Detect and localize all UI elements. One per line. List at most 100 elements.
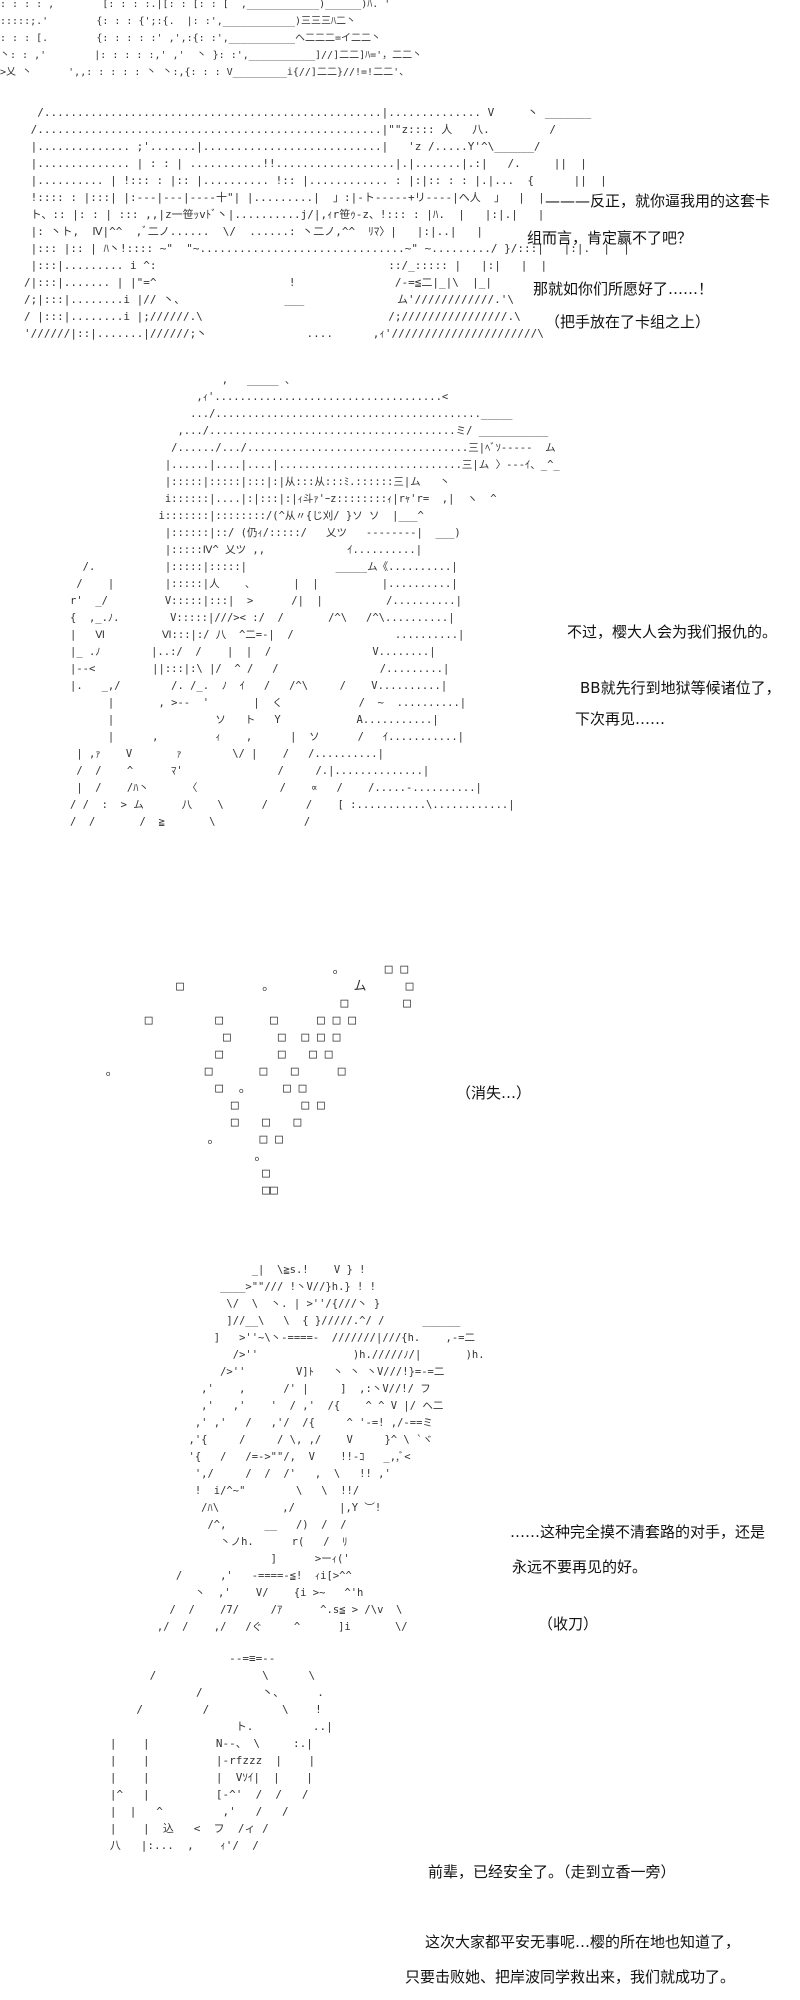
art-line: /.......................................…	[24, 106, 592, 119]
art-panel-4: _| \≧s.! V } ! ____>""/// !丶V//}h.} ! ! …	[100, 1262, 485, 1636]
art-line: _| \≧s.! V } !	[100, 1264, 366, 1276]
art-line: /ﾊ\ ,/ |,Y ︶!	[100, 1502, 382, 1514]
dialogue-line: 永远不要再见的好。	[512, 1558, 648, 1576]
art-line: |^ | [-^' / / /	[90, 1788, 309, 1801]
art-line: ,' ,' / ,'/ /{ ^ '-=! ,/-==ミ	[100, 1417, 433, 1429]
art-line: / | |:::::|人 、 | | |..........|	[70, 578, 458, 590]
art-panel-5: --=≡=-- / \ \ / 丶、 . / / \ ! ト. ..| | | …	[90, 1650, 333, 1854]
art-line: ____>""/// !丶V//}h.} ! !	[100, 1281, 377, 1293]
art-panel-2: , _____ 、 ,ｨ'...........................…	[70, 372, 560, 831]
dialogue-line: 不过，樱大人会为我们报仇的。	[567, 623, 778, 641]
art-line: ',/ / / /' , \ !! ,'	[100, 1468, 391, 1480]
art-line: □ 。 □ □	[90, 1081, 307, 1096]
dialogue-line: 这次大家都平安无事呢…樱的所在地也知道了，	[425, 1933, 741, 1951]
art-line: / / \ !	[90, 1703, 322, 1716]
art-line: | Ⅵ Ⅵ:::|:/ 八 ^二=-| / ..........|	[70, 629, 465, 641]
art-line: /;|:::|........i |// 丶、 ___ ム'//////////…	[24, 293, 514, 306]
art-line: ,'{ / / \, ,/ V }^ \ `ヾ	[100, 1434, 433, 1446]
art-line: / |:::|........i |;//////.\ /;//////////…	[24, 310, 521, 323]
art-line: 丶ノh. r( / ﾘ	[100, 1536, 348, 1548]
art-line: |: 丶ト, Ⅳ|^^ ,ﾞ二ノ...... \/ ......: 丶二ノ,^^…	[24, 225, 484, 238]
art-panel-3: 。 □ □ □ 。 ム □ □ □ □ □ □ □ □ □ □ □ □ □ □ …	[90, 960, 414, 1198]
art-line: ] >''~\丶-====- ///////|///{h. ,-=二	[100, 1332, 476, 1344]
art-line: □ □ □ □ □	[90, 1030, 341, 1045]
art-line: □ □ □	[90, 1115, 302, 1130]
art-line: / / : > ム 八 \ / / [ :...........\.......…	[70, 799, 515, 811]
art-line: ,' , /' | ] ,:丶V//!/ フ	[100, 1383, 431, 1395]
art-line: 。 □ □ □ □	[90, 1064, 346, 1079]
art-line: |::: |:: | ﾊ丶!:::: ~" "~................…	[24, 242, 630, 255]
art-line: { ,_.ﾉ. V:::::|///>< :/ / /^\ /^\.......…	[70, 612, 455, 624]
art-line: ! i/^~" \ \ !!/	[100, 1485, 360, 1497]
art-line: 。 □ □	[90, 1132, 284, 1147]
art-line: | | 込 < フ /ィ /	[90, 1822, 269, 1835]
art-line: | | |-rfzzz | |	[90, 1754, 316, 1767]
art-line: □□	[90, 1183, 278, 1198]
art-line: | , >-- ' | く / ~ ..........|	[70, 697, 467, 709]
stage-direction: （收刀）	[538, 1615, 599, 1633]
art-line: | ,ｧ V ｧ \/ | / /..........|	[70, 748, 384, 760]
art-line: />'' V]ﾄ 丶 丶 丶V///!}=-=二	[100, 1366, 445, 1378]
art-line: >乂 丶 ',,: : : : : 丶 丶:,{: : : V_________…	[0, 67, 410, 78]
art-line: 。 □ □	[90, 962, 409, 977]
art-line: />'' )h./////ﾉ/| )h.	[100, 1349, 485, 1361]
art-line: |--< ||:::|:\ |/ ^ / / /.........|	[70, 663, 450, 675]
dialogue-line: 下次再见……	[575, 710, 666, 728]
art-line: 。	[90, 1149, 268, 1164]
art-line: | | | Vｿｲ| | |	[90, 1771, 313, 1784]
art-line: ,.../...................................…	[70, 425, 549, 437]
dialogue-line: 只要击败她、把岸波同学救出来，我们就成功了。	[405, 1968, 736, 1986]
dialogue-line: BB就先行到地狱等候诸位了，	[580, 679, 781, 697]
art-line: r' _/ V:::::|:::| > /| | /..........|	[70, 595, 462, 607]
art-line: / ,' -====-≦! ｨi[>^^	[100, 1570, 352, 1582]
art-line: ,/ / ,/ /ぐ ^ ]i \/	[100, 1621, 408, 1633]
art-line: ,ｨ'....................................<	[70, 391, 449, 403]
art-line: i:::::::|::::::::/(^从〃{じ刈/ }ソ ソ |___^	[70, 510, 424, 522]
dialogue-line: 组而言，肯定赢不了吧？	[527, 229, 693, 247]
dialogue-line: 那就如你们所愿好了……！	[533, 280, 714, 298]
art-line: .../....................................…	[70, 408, 513, 420]
art-line: □ 。 ム □	[90, 979, 414, 994]
art-panel-0: : : : : , [: : : :.|[: : [: : [ ,_______…	[0, 0, 422, 81]
dialogue-line: ———反正，就你逼我用的这套卡	[545, 192, 771, 210]
art-line: | ソ ト Y A...........|	[70, 714, 439, 726]
art-line: '{ / /=->""/, V !!-ｺ _,,ﾞ<	[100, 1451, 411, 1463]
art-line: |:::::Ⅳ^ 乂ツ ,, ｲ..........|	[70, 544, 423, 556]
art-line: \/ \ 丶. | >''/{///丶 }	[100, 1298, 381, 1310]
art-line: □ □ □ □	[90, 1047, 333, 1062]
art-panel-1: /.......................................…	[24, 104, 630, 342]
art-line: --=≡=--	[90, 1652, 276, 1665]
art-line: /^, __ /) / /	[100, 1519, 347, 1531]
art-line: / \ \	[90, 1669, 316, 1682]
art-line: / / ^ ﾏ' / /.|..............|	[70, 765, 430, 777]
art-line: | | N--、 \ :.|	[90, 1737, 313, 1750]
art-line: ト. ..|	[90, 1720, 333, 1733]
art-line: /.......................................…	[24, 123, 556, 136]
art-line: |.......... | !::: : |:: |.......... !::…	[24, 174, 607, 187]
art-line: |::::::|::/ (仍ｨ/:::::/ 乂ツ --------| ___)	[70, 527, 461, 539]
art-line: |:::::|:::::|:::|:|从:::从:::ﾐ.::::::三|ム 丶	[70, 476, 451, 488]
art-line: 丶 ,' V/ {i >~ ^'h	[100, 1587, 364, 1599]
art-line: '//////|::|.......|//////;丶 .... ,ｨ'////…	[24, 327, 544, 340]
art-line: /|:::|....... | |"=^ ! /-=≦二|_|\ |_|	[24, 276, 492, 289]
art-line: 丶: : ,' |: : : : :,' ,' 丶 }: :',________…	[0, 50, 423, 61]
art-line: | | ^ ,' / /	[90, 1805, 289, 1818]
art-line: /....../.../............................…	[70, 442, 556, 454]
art-line: ,' ,' ' / ,' /{ ^ ^ V |/ ヘ二	[100, 1400, 444, 1412]
art-line: |. _,/ /. /_. ﾉ ｲ / /^\ / V..........|	[70, 680, 448, 692]
art-line: : : : [. {: : : : :' ,',:{: :',_________…	[0, 33, 382, 44]
art-line: | , ｨ , | ソ / ｲ...........|	[70, 731, 464, 743]
art-line: □ □	[90, 996, 411, 1011]
art-line: !:::: : |:::| |:---|---|----十"| |.......…	[24, 191, 545, 204]
art-line: |......|....|....|......................…	[70, 459, 560, 471]
art-line: :::::;.' {: : : {';:{. |: :',___________…	[0, 16, 357, 27]
art-line: ト、:: |: : | ::: ,,|z一笹ｯvﾄﾞ丶|..........j/…	[24, 208, 545, 221]
stage-direction: （把手放在了卡组之上）	[545, 313, 711, 331]
art-line: ] >ーｨ('	[100, 1553, 350, 1565]
art-line: i::::::|....|:|:::|:|ｨ斗ｧ'ｰz::::::::ｨ|rｬ'…	[70, 493, 497, 505]
art-line: |:::|......... i ^: ::/_::::: | |:| | |	[24, 259, 548, 272]
dialogue-line: 前辈，已经安全了。（走到立香一旁）	[428, 1863, 676, 1881]
art-line: / / /7/ /ｱ ^.s≦ > /\v \	[100, 1604, 403, 1616]
art-line: □	[90, 1166, 271, 1181]
stage-direction: （消失…）	[456, 1084, 532, 1102]
